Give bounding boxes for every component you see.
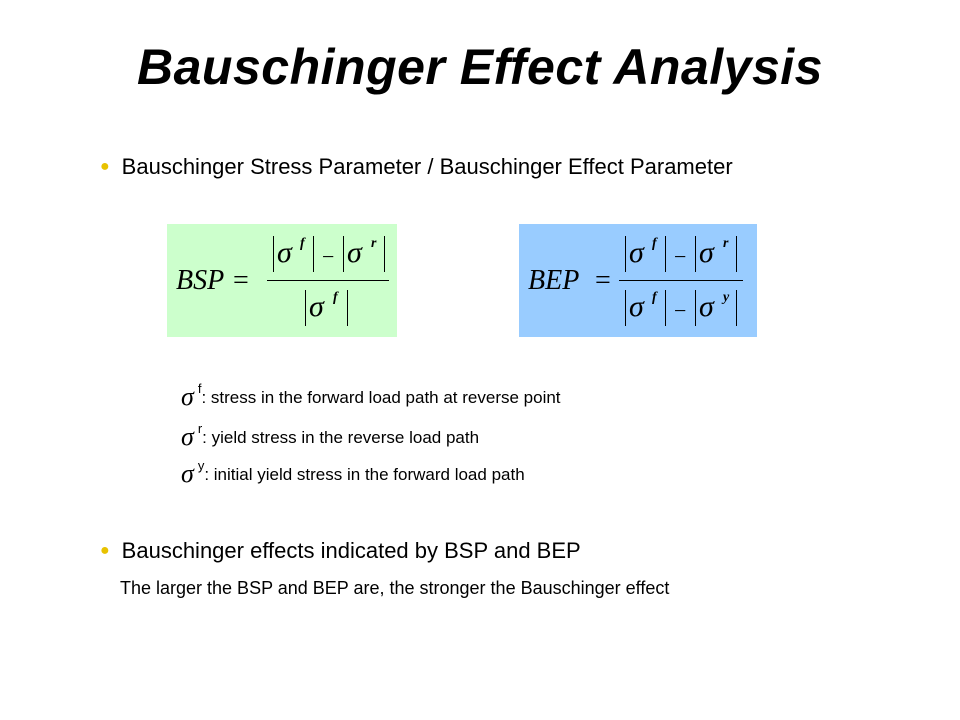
abs-bar [665, 290, 666, 326]
sigma-symbol: σ [181, 459, 194, 488]
sup-r: r [371, 236, 377, 251]
bsp-lhs: BSP [176, 265, 225, 296]
abs-bar [273, 236, 274, 272]
sigma-symbol: σ [699, 236, 714, 269]
fraction-bar [619, 280, 743, 281]
bullet-item-effects: ● Bauschinger effects indicated by BSP an… [100, 538, 581, 564]
abs-bar [313, 236, 314, 272]
bsp-formula: BSP = σ f − σ r σ f [167, 224, 397, 337]
abs-bar [305, 290, 306, 326]
sup-f: f [652, 290, 657, 305]
definition-text: : yield stress in the reverse load path [202, 428, 480, 447]
bep-lhs: BEP [528, 265, 580, 296]
abs-bar [343, 236, 344, 272]
sup-y: y [723, 290, 730, 305]
sigma-symbol: σ [629, 290, 644, 323]
bullet-item-parameters: ● Bauschinger Stress Parameter / Bauschin… [100, 154, 733, 180]
definition-text: : stress in the forward load path at rev… [201, 388, 561, 407]
sigma-symbol: σ [699, 290, 714, 323]
minus-sign: − [674, 244, 687, 269]
minus-sign: − [322, 244, 335, 269]
equals-sign: = [595, 265, 611, 296]
abs-bar [384, 236, 385, 272]
minus-sign: − [674, 298, 687, 323]
sigma-symbol: σ [629, 236, 644, 269]
definition-sup: y [197, 458, 205, 473]
sigma-symbol: σ [181, 422, 194, 451]
sup-f: f [333, 290, 338, 305]
sigma-symbol: σ [181, 382, 194, 411]
abs-bar [625, 290, 626, 326]
abs-bar [347, 290, 348, 326]
sup-r: r [723, 236, 729, 251]
sigma-symbol: σ [347, 236, 362, 269]
bullet-icon: ● [100, 542, 110, 559]
abs-bar [695, 290, 696, 326]
bullet-text: Bauschinger effects indicated by BSP and… [121, 538, 581, 563]
definition-text: : initial yield stress in the forward lo… [204, 465, 525, 484]
abs-bar [625, 236, 626, 272]
sigma-symbol: σ [309, 290, 324, 323]
sup-f: f [652, 236, 657, 251]
definition-sup: f [197, 381, 202, 396]
slide-title: Bauschinger Effect Analysis [137, 39, 823, 95]
sigma-symbol: σ [277, 236, 292, 269]
definition-sup: r [197, 421, 203, 436]
sup-f: f [300, 236, 305, 251]
abs-bar [736, 236, 737, 272]
bullet-icon: ● [100, 158, 110, 175]
equals-sign: = [233, 265, 249, 296]
bullet-text: Bauschinger Stress Parameter / Bausching… [121, 154, 733, 179]
abs-bar [695, 236, 696, 272]
abs-bar [736, 290, 737, 326]
bep-formula: BEP = σ f − σ r σ f − σ y [519, 224, 757, 337]
bullet-subtext: The larger the BSP and BEP are, the stro… [120, 578, 670, 598]
abs-bar [665, 236, 666, 272]
fraction-bar [267, 280, 389, 281]
